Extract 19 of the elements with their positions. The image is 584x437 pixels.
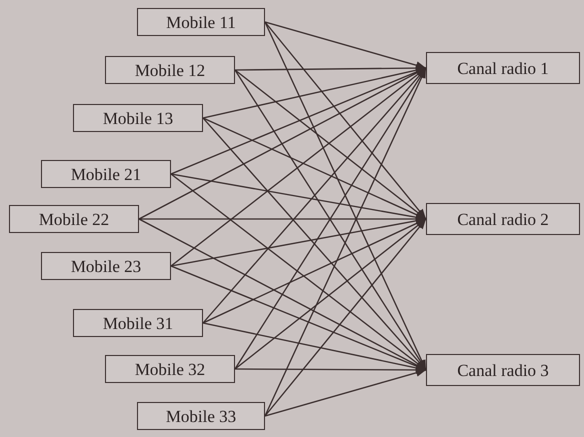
node-box: Mobile 23 bbox=[41, 252, 171, 280]
node-box: Mobile 12 bbox=[105, 56, 235, 84]
arrow bbox=[235, 64, 426, 72]
arrow bbox=[264, 21, 426, 70]
node-box: Mobile 13 bbox=[73, 104, 203, 132]
arrow bbox=[264, 22, 427, 370]
arrow bbox=[264, 368, 426, 417]
node-box: Mobile 21 bbox=[41, 160, 171, 188]
node-box: Canal radio 2 bbox=[426, 203, 580, 235]
node-box: Canal radio 1 bbox=[426, 52, 580, 84]
node-box: Mobile 11 bbox=[137, 8, 265, 36]
node-box: Mobile 33 bbox=[137, 402, 265, 430]
node-box: Mobile 31 bbox=[73, 309, 203, 337]
node-box: Mobile 22 bbox=[9, 205, 139, 233]
node-box: Mobile 32 bbox=[105, 355, 235, 383]
arrow bbox=[235, 366, 426, 374]
arrow bbox=[264, 218, 426, 416]
node-box: Canal radio 3 bbox=[426, 354, 580, 386]
arrow bbox=[264, 22, 426, 220]
